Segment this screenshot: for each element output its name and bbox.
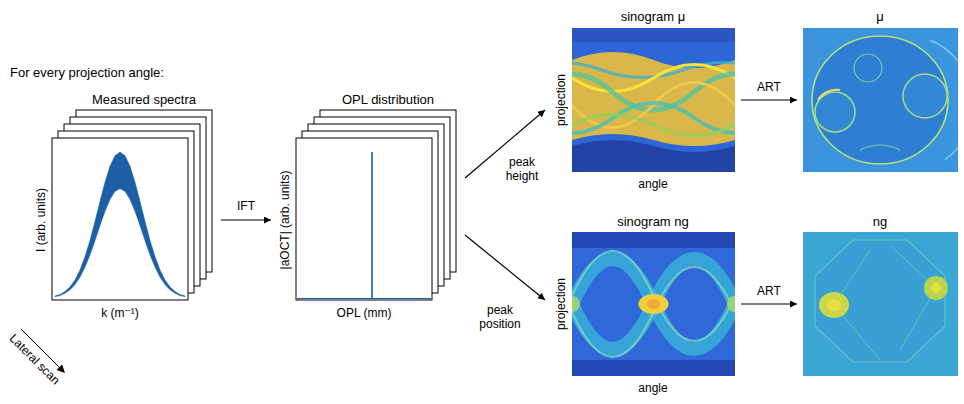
image-title: sinogram ng [617, 215, 689, 230]
sinogram-trace [572, 115, 735, 136]
opl-stack [296, 110, 456, 300]
object-blob [924, 276, 948, 300]
sinogram-trace [572, 103, 735, 133]
axis-label: projection [555, 74, 569, 126]
note-text: For every projection angle: [10, 66, 164, 81]
axis-label: |aOCT| (arb. units) [279, 171, 293, 270]
sinogram-ng-image [572, 232, 735, 376]
axis-label: OPL (mm) [337, 307, 392, 321]
axis-label: projection [555, 278, 569, 330]
plot-frame [52, 138, 188, 300]
spectra-stack [52, 110, 212, 300]
object-feature [818, 90, 840, 100]
sinogram-trace [572, 251, 735, 341]
opl-peak [371, 152, 373, 299]
object-feature [815, 92, 855, 132]
crossing-spot [647, 299, 661, 309]
edge-label: peak position [472, 304, 528, 332]
image-panel: sinogram ng projection angle [548, 212, 738, 402]
sinogram-traces [572, 63, 735, 136]
image-title: sinogram μ [621, 10, 686, 25]
edge-label: peak height [494, 156, 550, 184]
image-ground [803, 28, 958, 172]
streak-artifact [834, 245, 936, 360]
flow-arrow [465, 235, 545, 300]
image-band [572, 360, 735, 376]
image-ground [572, 232, 735, 376]
image-ground [572, 28, 735, 172]
object-outline [812, 36, 948, 164]
opl-baseline [297, 298, 431, 299]
axis-label: angle [638, 178, 667, 192]
plot-panel: OPL distribution |aOCT| (arb. units) OPL (… [274, 88, 462, 328]
flow-arrow [221, 219, 271, 220]
crossing-spot [727, 296, 735, 312]
sinogram-trace [572, 259, 735, 349]
crossing-spot [572, 296, 580, 312]
crossing-spot [639, 294, 669, 314]
edge-label: IFT [235, 200, 257, 214]
image-band [572, 232, 735, 248]
axis-label: k (m⁻¹) [101, 307, 139, 321]
spectrum-curve [55, 152, 185, 297]
sinogram-mu-image [572, 28, 735, 172]
plot-frame [296, 138, 432, 300]
axis-label: I (arb. units) [35, 188, 49, 252]
axis-label: angle [638, 382, 667, 396]
edge-label: ART [755, 285, 783, 299]
ng-image [803, 232, 958, 376]
sinogram-traces [572, 251, 735, 357]
image-title: μ [876, 10, 884, 25]
image-ground [803, 232, 958, 376]
object-feature [854, 54, 882, 82]
object-blob [827, 299, 841, 311]
object-outline [815, 240, 945, 362]
sinogram-trace [572, 63, 735, 78]
object-feature [860, 145, 900, 150]
object-feature [903, 74, 947, 118]
plot-panel: Measured spectra I (arb. units) k (m⁻¹) [30, 88, 218, 328]
object-blob [931, 283, 941, 293]
image-band [572, 28, 735, 42]
sinogram-trace [572, 259, 735, 349]
plot-title: Measured spectra [92, 93, 196, 108]
sinogram-trace [572, 267, 735, 357]
flow-arrow [741, 303, 797, 304]
plot-title: OPL distribution [342, 93, 434, 108]
image-panel: ng [800, 212, 960, 380]
image-title: ng [873, 215, 887, 230]
scan-arrowhead [57, 365, 66, 374]
edge-label: ART [755, 81, 783, 95]
flow-arrow [741, 99, 797, 100]
mu-image [803, 28, 958, 172]
image-panel: sinogram μ projection angle [548, 6, 738, 196]
scan-direction-label: Lateral scan [6, 332, 62, 388]
image-panel: μ [800, 6, 960, 176]
object-blob [819, 292, 849, 318]
